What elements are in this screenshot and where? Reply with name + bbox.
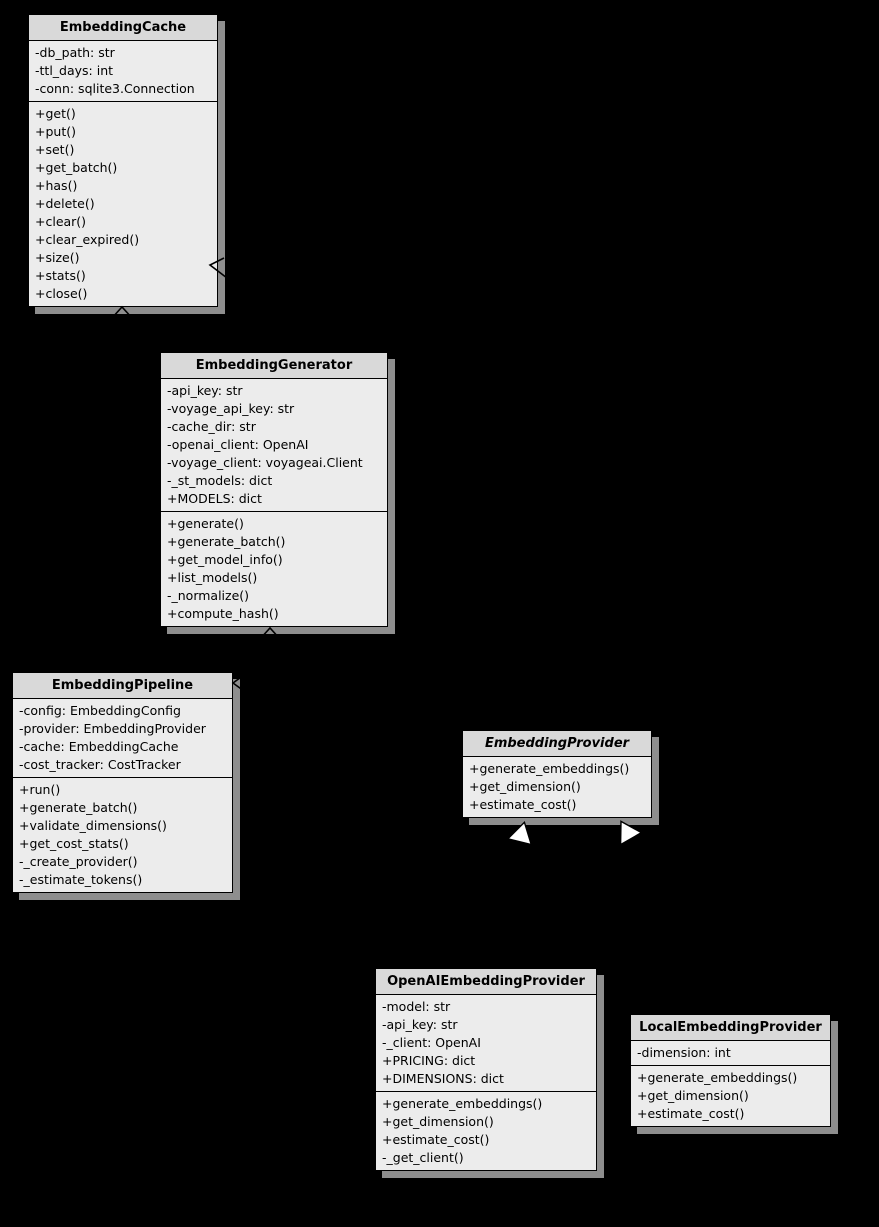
class-member: +list_models()	[167, 570, 258, 585]
class-member: +get_dimension()	[382, 1114, 494, 1129]
class-methods: +get() +put() +set() +get_batch() +has() +del…	[29, 101, 217, 306]
open-arrowhead-embeddinggenerator-south-icon	[259, 626, 281, 640]
class-attributes: -api_key: str -voyage_api_key: str -cache_…	[161, 378, 387, 511]
class-member: -cache: EmbeddingCache	[19, 739, 179, 754]
class-member: -_client: OpenAI	[382, 1035, 481, 1050]
class-title: EmbeddingCache	[29, 15, 217, 40]
class-member: -model: str	[382, 999, 451, 1014]
class-member: -openai_client: OpenAI	[167, 437, 309, 452]
class-title: OpenAIEmbeddingProvider	[376, 969, 596, 994]
class-methods: +run() +generate_batch() +validate_dimensi…	[13, 777, 232, 892]
class-member: +stats()	[35, 268, 86, 283]
class-member: -db_path: str	[35, 45, 115, 60]
class-member: +get()	[35, 106, 76, 121]
class-member: +clear_expired()	[35, 232, 140, 247]
class-member: +estimate_cost()	[382, 1132, 490, 1147]
class-title: EmbeddingPipeline	[13, 673, 232, 698]
class-member: +run()	[19, 782, 61, 797]
class-member: +generate_embeddings()	[637, 1070, 798, 1085]
inheritance-triangle-openai-icon	[506, 820, 533, 846]
class-embeddingprovider[interactable]: EmbeddingProvider +generate_embeddings()…	[462, 730, 652, 818]
class-methods: +generate() +generate_batch() +get_model_i…	[161, 511, 387, 626]
inheritance-triangle-local-icon	[619, 820, 643, 846]
class-member: +get_dimension()	[469, 779, 581, 794]
class-embeddingcache[interactable]: EmbeddingCache -db_path: str -ttl_days: i…	[28, 14, 218, 307]
class-member: +clear()	[35, 214, 87, 229]
class-methods: +generate_embeddings() +get_dimension() +e…	[631, 1065, 830, 1126]
class-member: +DIMENSIONS: dict	[382, 1071, 504, 1086]
class-member: -provider: EmbeddingProvider	[19, 721, 206, 736]
class-member: +MODELS: dict	[167, 491, 262, 506]
class-member: +estimate_cost()	[469, 797, 577, 812]
class-member: -api_key: str	[167, 383, 243, 398]
class-member: +put()	[35, 124, 76, 139]
class-attributes: -db_path: str -ttl_days: int -conn: sqlite…	[29, 40, 217, 101]
class-member: -voyage_client: voyageai.Client	[167, 455, 363, 470]
class-member: +get_cost_stats()	[19, 836, 129, 851]
class-member: -cost_tracker: CostTracker	[19, 757, 181, 772]
class-member: -ttl_days: int	[35, 63, 114, 78]
class-member: +get_model_info()	[167, 552, 283, 567]
class-member: -_normalize()	[167, 588, 250, 603]
class-member: -conn: sqlite3.Connection	[35, 81, 195, 96]
class-member: -_estimate_tokens()	[19, 872, 143, 887]
class-member: +generate_embeddings()	[382, 1096, 543, 1111]
class-member: +size()	[35, 250, 80, 265]
class-member: -dimension: int	[637, 1045, 731, 1060]
class-member: +estimate_cost()	[637, 1106, 745, 1121]
class-member: +PRICING: dict	[382, 1053, 476, 1068]
class-embeddinggenerator[interactable]: EmbeddingGenerator -api_key: str -voyage_…	[160, 352, 388, 627]
class-member: +set()	[35, 142, 75, 157]
open-arrowhead-embeddingcache-east-icon	[208, 257, 228, 279]
class-member: -_st_models: dict	[167, 473, 273, 488]
class-member: -api_key: str	[382, 1017, 458, 1032]
class-member: -_create_provider()	[19, 854, 138, 869]
class-member: +get_dimension()	[637, 1088, 749, 1103]
class-title: LocalEmbeddingProvider	[631, 1015, 830, 1040]
class-localembeddingprovider[interactable]: LocalEmbeddingProvider -dimension: int +…	[630, 1014, 831, 1127]
class-member: -config: EmbeddingConfig	[19, 703, 181, 718]
class-openaiembeddingprovider[interactable]: OpenAIEmbeddingProvider -model: str -api_…	[375, 968, 597, 1171]
class-attributes: -model: str -api_key: str -_client: OpenAI…	[376, 994, 596, 1091]
class-methods: +generate_embeddings() +get_dimension() +e…	[463, 756, 651, 817]
class-member: +has()	[35, 178, 78, 193]
class-title: EmbeddingProvider	[463, 731, 651, 756]
class-member: +generate()	[167, 516, 244, 531]
class-member: +compute_hash()	[167, 606, 279, 621]
class-attributes: -dimension: int	[631, 1040, 830, 1065]
open-arrowhead-embeddingcache-south-icon	[111, 305, 133, 319]
class-attributes: -config: EmbeddingConfig -provider: Embed…	[13, 698, 232, 777]
class-methods: +generate_embeddings() +get_dimension() +e…	[376, 1091, 596, 1170]
open-arrowhead-embeddingpipeline-east-icon	[231, 674, 245, 692]
class-embeddingpipeline[interactable]: EmbeddingPipeline -config: EmbeddingConf…	[12, 672, 233, 893]
class-member: +generate_batch()	[167, 534, 286, 549]
class-member: +validate_dimensions()	[19, 818, 167, 833]
class-member: +get_batch()	[35, 160, 118, 175]
class-member: +generate_batch()	[19, 800, 138, 815]
class-title: EmbeddingGenerator	[161, 353, 387, 378]
class-member: +delete()	[35, 196, 95, 211]
class-member: +close()	[35, 286, 88, 301]
class-member: -voyage_api_key: str	[167, 401, 295, 416]
class-member: -_get_client()	[382, 1150, 464, 1165]
class-member: -cache_dir: str	[167, 419, 256, 434]
class-member: +generate_embeddings()	[469, 761, 630, 776]
